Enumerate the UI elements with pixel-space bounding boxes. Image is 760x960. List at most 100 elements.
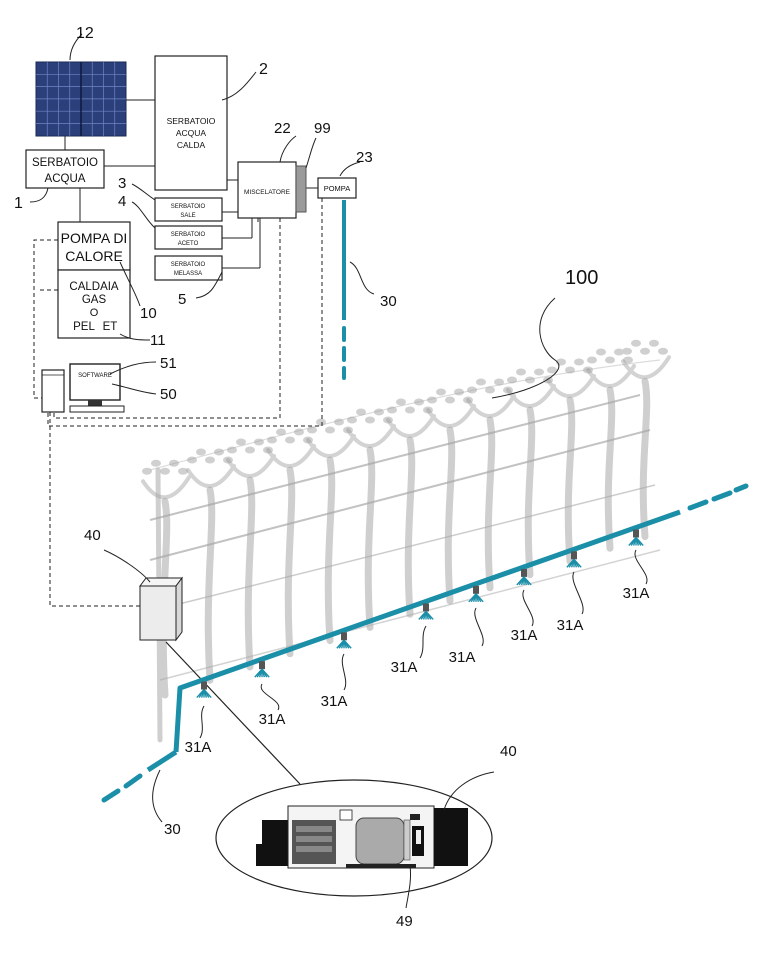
vine-leaf — [334, 418, 344, 426]
leader-line — [119, 261, 141, 307]
ref-31A: 31A — [449, 649, 476, 666]
vine-leaf — [623, 356, 633, 364]
vine-trunk — [524, 406, 536, 579]
leader-line — [131, 183, 156, 201]
boiler-line1: CALDAIA — [69, 281, 119, 293]
vine-leaf — [307, 426, 317, 434]
vine-trunk — [364, 446, 376, 631]
vine-leaf — [565, 366, 575, 374]
vine-leaf — [196, 448, 206, 456]
computer — [41, 363, 125, 413]
vine-leaf — [534, 368, 544, 376]
vine-leaf — [178, 467, 188, 475]
salt-tank-line2: SALE — [180, 213, 195, 219]
vine-leaf — [151, 459, 161, 467]
vine-leaf — [445, 396, 455, 404]
leader-line — [634, 549, 648, 585]
ref-31A: 31A — [511, 627, 538, 644]
vine-leaf — [427, 396, 437, 404]
vine-arm — [346, 424, 396, 448]
pump — [317, 177, 357, 199]
ref-50: 50 — [160, 386, 177, 403]
leader-line — [195, 271, 223, 299]
boiler-line3: O — [90, 307, 99, 319]
vine-leaf — [574, 358, 584, 366]
vine-leaf — [547, 366, 557, 374]
vine-leaf — [383, 416, 393, 424]
hot-water-tank-line1: SERBATOIO — [167, 116, 216, 126]
heat-pump-line2: CALORE — [65, 248, 123, 264]
leader-line — [221, 71, 257, 101]
vine-arm — [226, 454, 276, 478]
vine-leaf — [245, 446, 255, 454]
ref-30-bottom: 30 — [164, 821, 181, 838]
ref-99: 99 — [314, 120, 331, 137]
leader-line — [69, 33, 83, 61]
vine-arm — [306, 434, 356, 458]
vine-arm — [546, 374, 596, 398]
pump-label: POMPA — [324, 184, 351, 193]
ref-22: 22 — [274, 120, 291, 137]
ref-30-top: 30 — [380, 293, 397, 310]
vine-leaf — [516, 368, 526, 376]
molasses-tank — [154, 255, 223, 281]
vinegar-tank-line2: ACETO — [178, 241, 199, 247]
vine-leaf — [649, 339, 659, 347]
boiler-line4: PEL — [73, 321, 95, 333]
vine-arm — [266, 444, 316, 468]
vine-leaf — [227, 446, 237, 454]
vine-leaf — [294, 428, 304, 436]
nozzle — [418, 603, 434, 620]
vine-leaf — [436, 388, 446, 396]
vine-leaf — [423, 406, 433, 414]
leader-line — [109, 361, 157, 375]
ref-49: 49 — [396, 913, 413, 930]
vine-leaf — [587, 356, 597, 364]
vine-leaf — [160, 467, 170, 475]
vine-leaf — [223, 456, 233, 464]
heat-pump-line1: POMPA DI — [61, 230, 128, 246]
vine-arm — [426, 404, 476, 428]
nozzle — [336, 632, 352, 649]
vine-trunk — [284, 466, 296, 658]
ref-1: 1 — [14, 195, 23, 212]
leader-line — [103, 549, 151, 583]
salt-tank-line1: SERBATOIO — [171, 204, 206, 210]
vine-trunk — [324, 456, 336, 645]
vine-trunk — [404, 436, 416, 618]
heat-pump — [57, 221, 131, 271]
hot-water-tank-line2: ACQUA — [176, 128, 207, 138]
leader-line — [419, 625, 427, 659]
vine-leaf — [658, 347, 668, 355]
vine-leaf — [605, 356, 615, 364]
vine-leaf — [640, 347, 650, 355]
vine-leaf — [596, 348, 606, 356]
vine-leaf — [263, 446, 273, 454]
vine-arm — [141, 475, 191, 500]
filter-unit — [295, 165, 307, 213]
nozzle — [196, 681, 212, 699]
nozzle — [468, 585, 484, 603]
vine-leaf — [267, 436, 277, 444]
leader-line — [339, 161, 361, 177]
molasses-tank-line2: MELASSA — [174, 271, 202, 277]
vine-leaf — [543, 376, 553, 384]
vineyard-sketch — [141, 339, 671, 743]
leader-line — [29, 187, 49, 203]
vine-leaf — [503, 386, 513, 394]
vine-leaf — [303, 436, 313, 444]
vinegar-tank — [154, 225, 223, 250]
ref-31A: 31A — [185, 739, 212, 756]
salt-tank — [154, 197, 223, 222]
vine-leaf — [583, 366, 593, 374]
boiler — [57, 269, 131, 339]
vine-leaf — [387, 406, 397, 414]
vine-leaf — [622, 347, 632, 355]
leader-line — [111, 383, 157, 395]
boiler-line5: ET — [103, 321, 118, 333]
vine-leaf — [285, 436, 295, 444]
ref-40-unit: 40 — [84, 527, 101, 544]
vine-leaf — [485, 386, 495, 394]
